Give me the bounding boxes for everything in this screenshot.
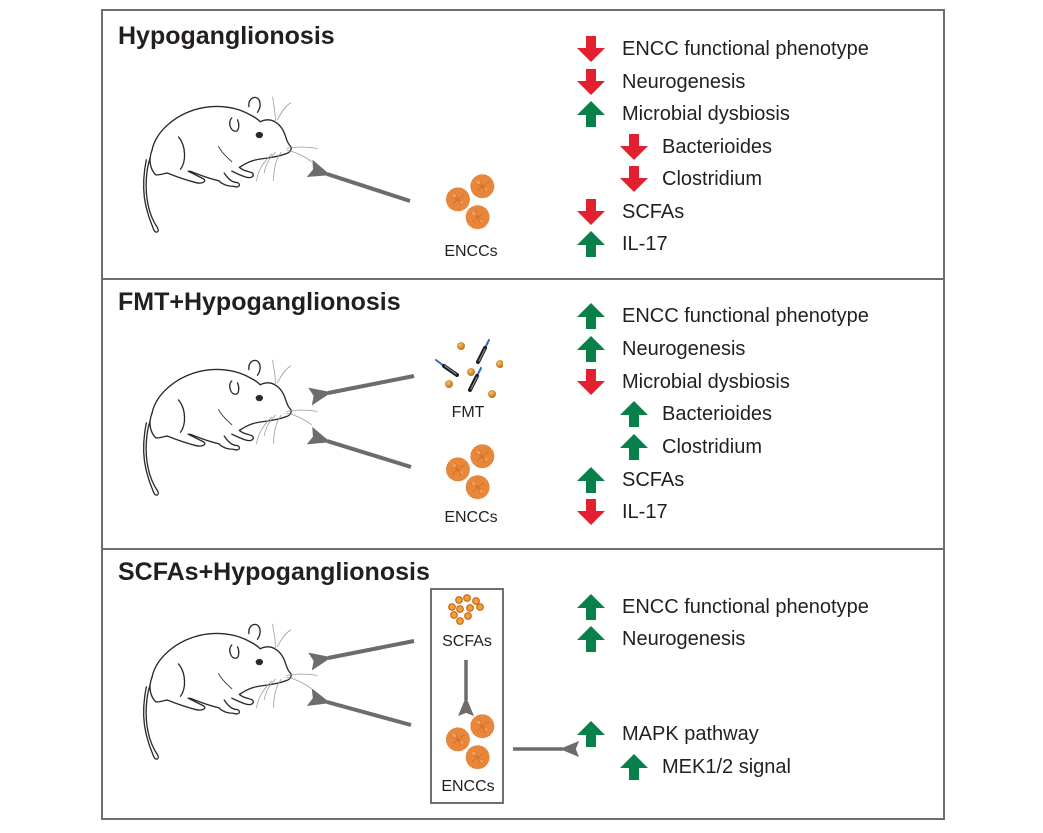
arrows	[306, 639, 580, 758]
down-arrow-icon	[577, 69, 605, 95]
effect-item: IL-17	[577, 229, 668, 259]
encc-cluster-icon	[442, 174, 502, 236]
effect-item: SCFAs	[577, 197, 684, 227]
effect-item: IL-17	[577, 497, 668, 527]
panel-fmt-hypoganglionosis: FMT+Hypoganglionosis FMT ENCCs ENCC func…	[103, 280, 943, 548]
panel-title: SCFAs+Hypoganglionosis	[118, 558, 430, 586]
effect-item: Neurogenesis	[577, 334, 745, 364]
effect-item: SCFAs	[577, 465, 684, 495]
arrow-encc-to-mouse	[306, 159, 411, 203]
arrow-fmt-to-mouse	[308, 374, 415, 406]
up-arrow-icon	[577, 721, 605, 747]
down-arrow-icon	[620, 134, 648, 160]
arrow-scfa-to-mouse	[308, 639, 415, 671]
arrow-encc-to-mouse	[306, 688, 412, 727]
up-arrow-icon	[620, 434, 648, 460]
effect-subitem: Bacterioides	[620, 132, 772, 162]
up-arrow-icon	[577, 101, 605, 127]
up-arrow-icon	[577, 594, 605, 620]
up-arrow-icon	[620, 754, 648, 780]
arrow-encc-to-mouse	[306, 426, 412, 469]
treatment-box	[430, 588, 504, 804]
down-arrow-icon	[577, 36, 605, 62]
effect-item: ENCC functional phenotype	[577, 301, 869, 331]
encc-label: ENCCs	[444, 243, 498, 260]
effect-item: Neurogenesis	[577, 67, 745, 97]
effect-subitem: Bacterioides	[620, 399, 772, 429]
up-arrow-icon	[620, 401, 648, 427]
down-arrow-icon	[620, 166, 648, 192]
encc-label: ENCCs	[444, 509, 498, 526]
effect-item: ENCC functional phenotype	[577, 592, 869, 622]
encc-cluster-icon	[442, 444, 502, 506]
up-arrow-icon	[577, 626, 605, 652]
effect-subitem: Clostridium	[620, 432, 762, 462]
effect-item: Neurogenesis	[577, 624, 745, 654]
panel-title: FMT+Hypoganglionosis	[118, 288, 401, 316]
up-arrow-icon	[577, 231, 605, 257]
fmt-label: FMT	[451, 404, 485, 421]
panel-title: Hypoganglionosis	[118, 22, 335, 50]
down-arrow-icon	[577, 499, 605, 525]
encc-cluster-icon	[442, 714, 502, 776]
panel-scfas-hypoganglionosis: SCFAs+Hypoganglionosis SCFAs ENCCs ENCC …	[103, 550, 943, 818]
pathway-subitem: MEK1/2 signal	[620, 752, 791, 782]
effect-item: Microbial dysbiosis	[577, 99, 790, 129]
effect-item: Microbial dysbiosis	[577, 367, 790, 397]
effect-subitem: Clostridium	[620, 164, 762, 194]
up-arrow-icon	[577, 303, 605, 329]
encc-label: ENCCs	[441, 778, 495, 795]
arrows-to-mouse	[306, 374, 415, 469]
down-arrow-icon	[577, 199, 605, 225]
panel-divider	[103, 278, 943, 280]
pathway-item: MAPK pathway	[577, 719, 759, 749]
effect-item: ENCC functional phenotype	[577, 34, 869, 64]
up-arrow-icon	[577, 336, 605, 362]
panel-divider	[103, 548, 943, 550]
fmt-microbes-icon	[433, 338, 503, 402]
up-arrow-icon	[577, 467, 605, 493]
figure-frame: Hypoganglionosis ENCCs ENCC functional p…	[101, 9, 945, 820]
scfa-particles-icon	[446, 594, 488, 626]
panel-hypoganglionosis: Hypoganglionosis ENCCs ENCC functional p…	[103, 11, 943, 279]
down-arrow-icon	[577, 369, 605, 395]
scfa-label: SCFAs	[442, 633, 492, 650]
